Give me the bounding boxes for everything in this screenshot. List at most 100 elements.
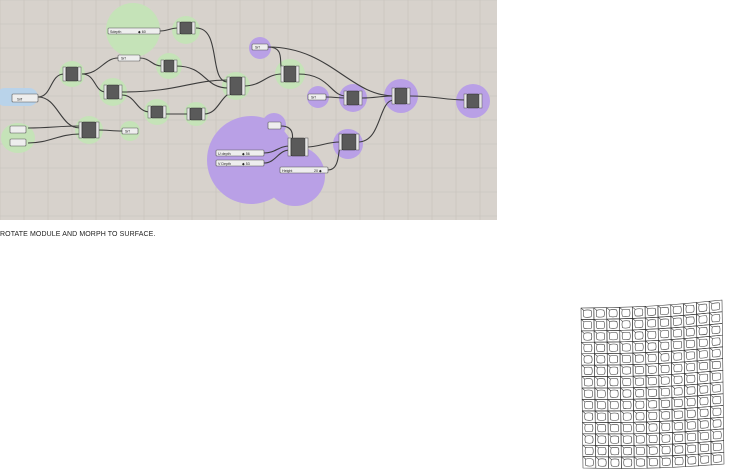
panel-icon[interactable] [9,125,27,134]
component-icon[interactable] [176,21,196,35]
mesh-cell [658,362,672,376]
mesh-opening [596,389,606,398]
mesh-cell [671,373,685,387]
mesh-opening [712,384,722,393]
mesh-opening [698,315,708,324]
mesh-edge [593,307,597,311]
mesh-opening [699,397,709,406]
mesh-edge [645,329,649,333]
mesh-edge [607,364,611,368]
mesh-edge [595,445,599,449]
mesh-edge [658,340,662,343]
mesh-opening [583,355,593,364]
srf-panel[interactable] [251,43,269,51]
input-port [103,84,108,100]
mesh-cell [709,323,723,337]
component-body [394,87,408,105]
component-icon[interactable] [186,107,206,121]
mesh-edge [671,397,675,401]
mesh-edge [619,330,623,334]
mesh-cell [672,431,686,445]
srf-panel[interactable] [121,127,139,135]
wire [27,125,81,129]
mesh-opening [687,444,697,453]
wire [263,145,291,154]
mesh-edge [632,375,637,379]
panel-icon[interactable] [9,138,27,147]
mesh-cell [684,395,698,409]
component-icon[interactable] [62,66,82,82]
panel-icon[interactable] [267,121,282,130]
mesh-edge [581,342,585,345]
mesh-opening [609,389,619,398]
mesh-edge [581,353,585,357]
component-icon[interactable] [391,87,411,105]
input-port [160,59,165,73]
component-icon[interactable] [287,137,309,157]
mesh-cell [659,443,673,457]
mesh-cell [658,350,672,364]
component-icon[interactable] [280,65,300,83]
mesh-cell [658,408,673,422]
mesh-edge [607,410,611,414]
mesh-opening [608,320,618,329]
component-icon[interactable] [226,76,246,96]
mesh-opening [596,366,606,375]
u-depth-slider[interactable] [215,149,265,157]
grasshopper-canvas[interactable]: Srf Sdepth ◆ 60 Srf Srf Srf Srf U depth … [0,0,497,220]
mesh-opening [634,331,644,340]
mesh-opening [698,327,708,336]
mesh-opening [712,431,722,440]
mesh-opening [634,343,644,351]
component-body [466,93,480,109]
component-icon[interactable] [343,90,363,106]
mesh-opening [649,458,658,467]
mesh-cell [632,329,646,342]
srf-panel[interactable] [117,54,141,62]
mesh-opening [660,353,670,362]
mesh-edge [606,330,610,334]
mesh-opening [699,420,709,429]
wire [139,57,163,67]
v-depth-slider[interactable] [215,159,265,167]
wire [121,94,151,113]
mesh-edge [633,433,637,437]
mesh-edge [684,361,688,365]
mesh-edge [620,410,624,414]
mesh-edge [608,433,612,437]
sdepth-slider[interactable] [107,27,161,35]
mesh-opening [597,412,606,421]
height-slider[interactable] [279,166,329,174]
component-body [179,21,193,35]
mesh-cell [683,337,698,351]
mesh-cell [644,316,659,330]
mesh-opening [583,378,593,387]
mesh-opening [621,320,631,329]
mesh-opening [623,424,632,433]
output-port [162,105,167,119]
mesh-edge [632,352,636,356]
mesh-opening [623,458,633,467]
component-icon[interactable] [103,84,123,100]
v-depth-slider-label: V Depth [218,162,231,166]
mesh-edge [671,350,675,354]
component-icon[interactable] [160,59,178,73]
component-icon[interactable] [147,105,167,119]
sdepth-slider-label: Sdepth [110,30,121,34]
mesh-opening [712,407,722,416]
mesh-opening [647,319,657,328]
mesh-opening [609,366,619,375]
component-icon[interactable] [78,121,100,139]
wire [121,79,229,93]
mesh-cell [710,451,725,466]
component-icon[interactable] [463,93,483,109]
srf-panel[interactable] [11,93,39,103]
mesh-cell [671,361,685,375]
mesh-opening [583,321,592,330]
component-icon[interactable] [338,133,360,151]
srf-panel[interactable] [307,93,327,101]
mesh-opening [610,447,620,456]
mesh-opening [673,340,682,349]
mesh-edge [646,421,650,425]
mesh-cell [657,304,672,318]
